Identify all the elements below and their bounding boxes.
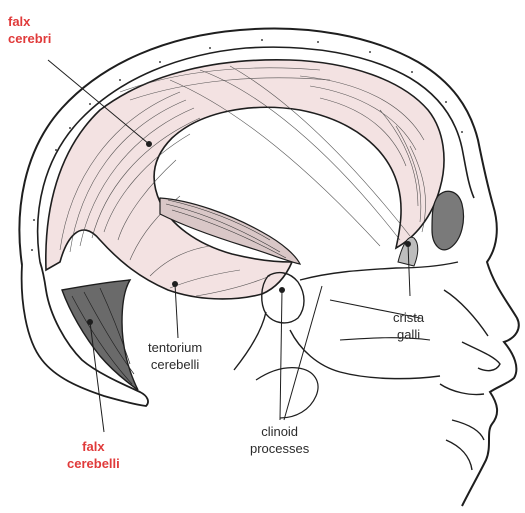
label-falx-cerebri: falx cerebri (8, 13, 51, 47)
label-tentorium-line2: cerebelli (148, 356, 202, 373)
label-falx-cerebelli-line1: falx (67, 438, 120, 455)
label-crista-galli: crista galli (393, 309, 424, 343)
label-clinoid-processes: clinoid processes (250, 423, 309, 457)
label-crista-line2: galli (393, 326, 424, 343)
label-clinoid-line1: clinoid (250, 423, 309, 440)
label-falx-cerebri-line2: cerebri (8, 30, 51, 47)
face-profile (440, 290, 500, 470)
clinoid-leader-1 (280, 290, 282, 420)
label-tentorium-line1: tentorium (148, 339, 202, 356)
label-falx-cerebri-line1: falx (8, 13, 51, 30)
frontal-sinus (432, 191, 464, 249)
label-tentorium-cerebelli: tentorium cerebelli (148, 339, 202, 373)
label-falx-cerebelli-line2: cerebelli (67, 455, 120, 472)
falx-cerebri-membrane (46, 60, 444, 299)
label-clinoid-line2: processes (250, 440, 309, 457)
falx-cerebelli-membrane (62, 280, 138, 390)
label-crista-line1: crista (393, 309, 424, 326)
label-falx-cerebelli: falx cerebelli (67, 438, 120, 472)
